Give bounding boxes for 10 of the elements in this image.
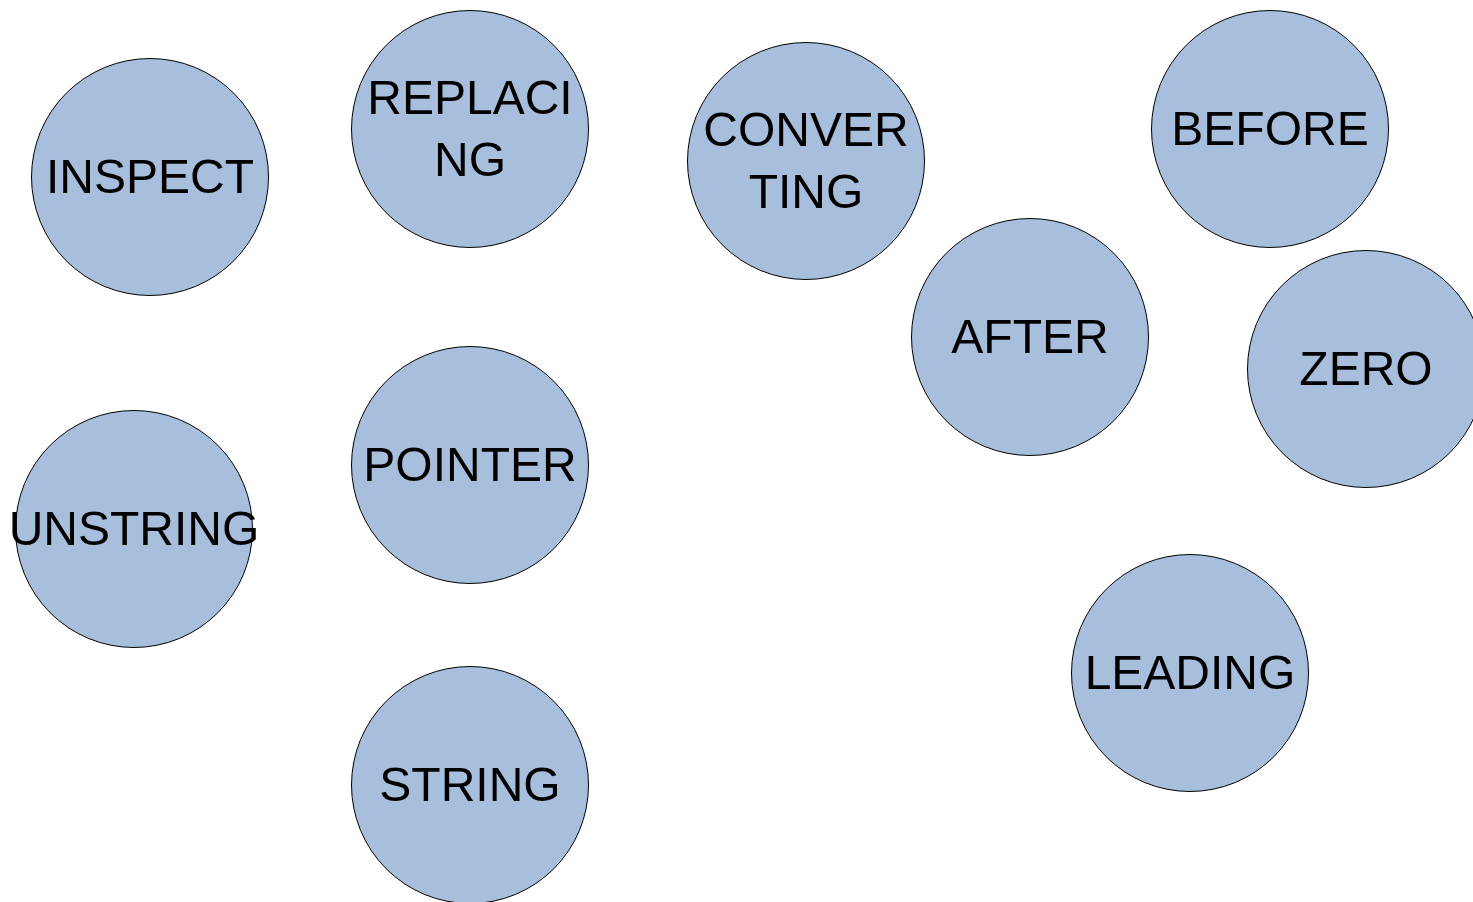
node-label: ZERO	[1299, 341, 1433, 397]
node-label: AFTER	[951, 309, 1109, 365]
node-label: LEADING	[1084, 645, 1296, 701]
node-label: POINTER	[363, 437, 577, 493]
node-label: REPLACING	[366, 70, 574, 188]
node-label: UNSTRING	[8, 501, 260, 557]
node-label: STRING	[379, 757, 561, 813]
node-label: BEFORE	[1171, 101, 1369, 157]
node-label: CONVERTING	[702, 102, 910, 220]
node-label: INSPECT	[46, 149, 254, 205]
